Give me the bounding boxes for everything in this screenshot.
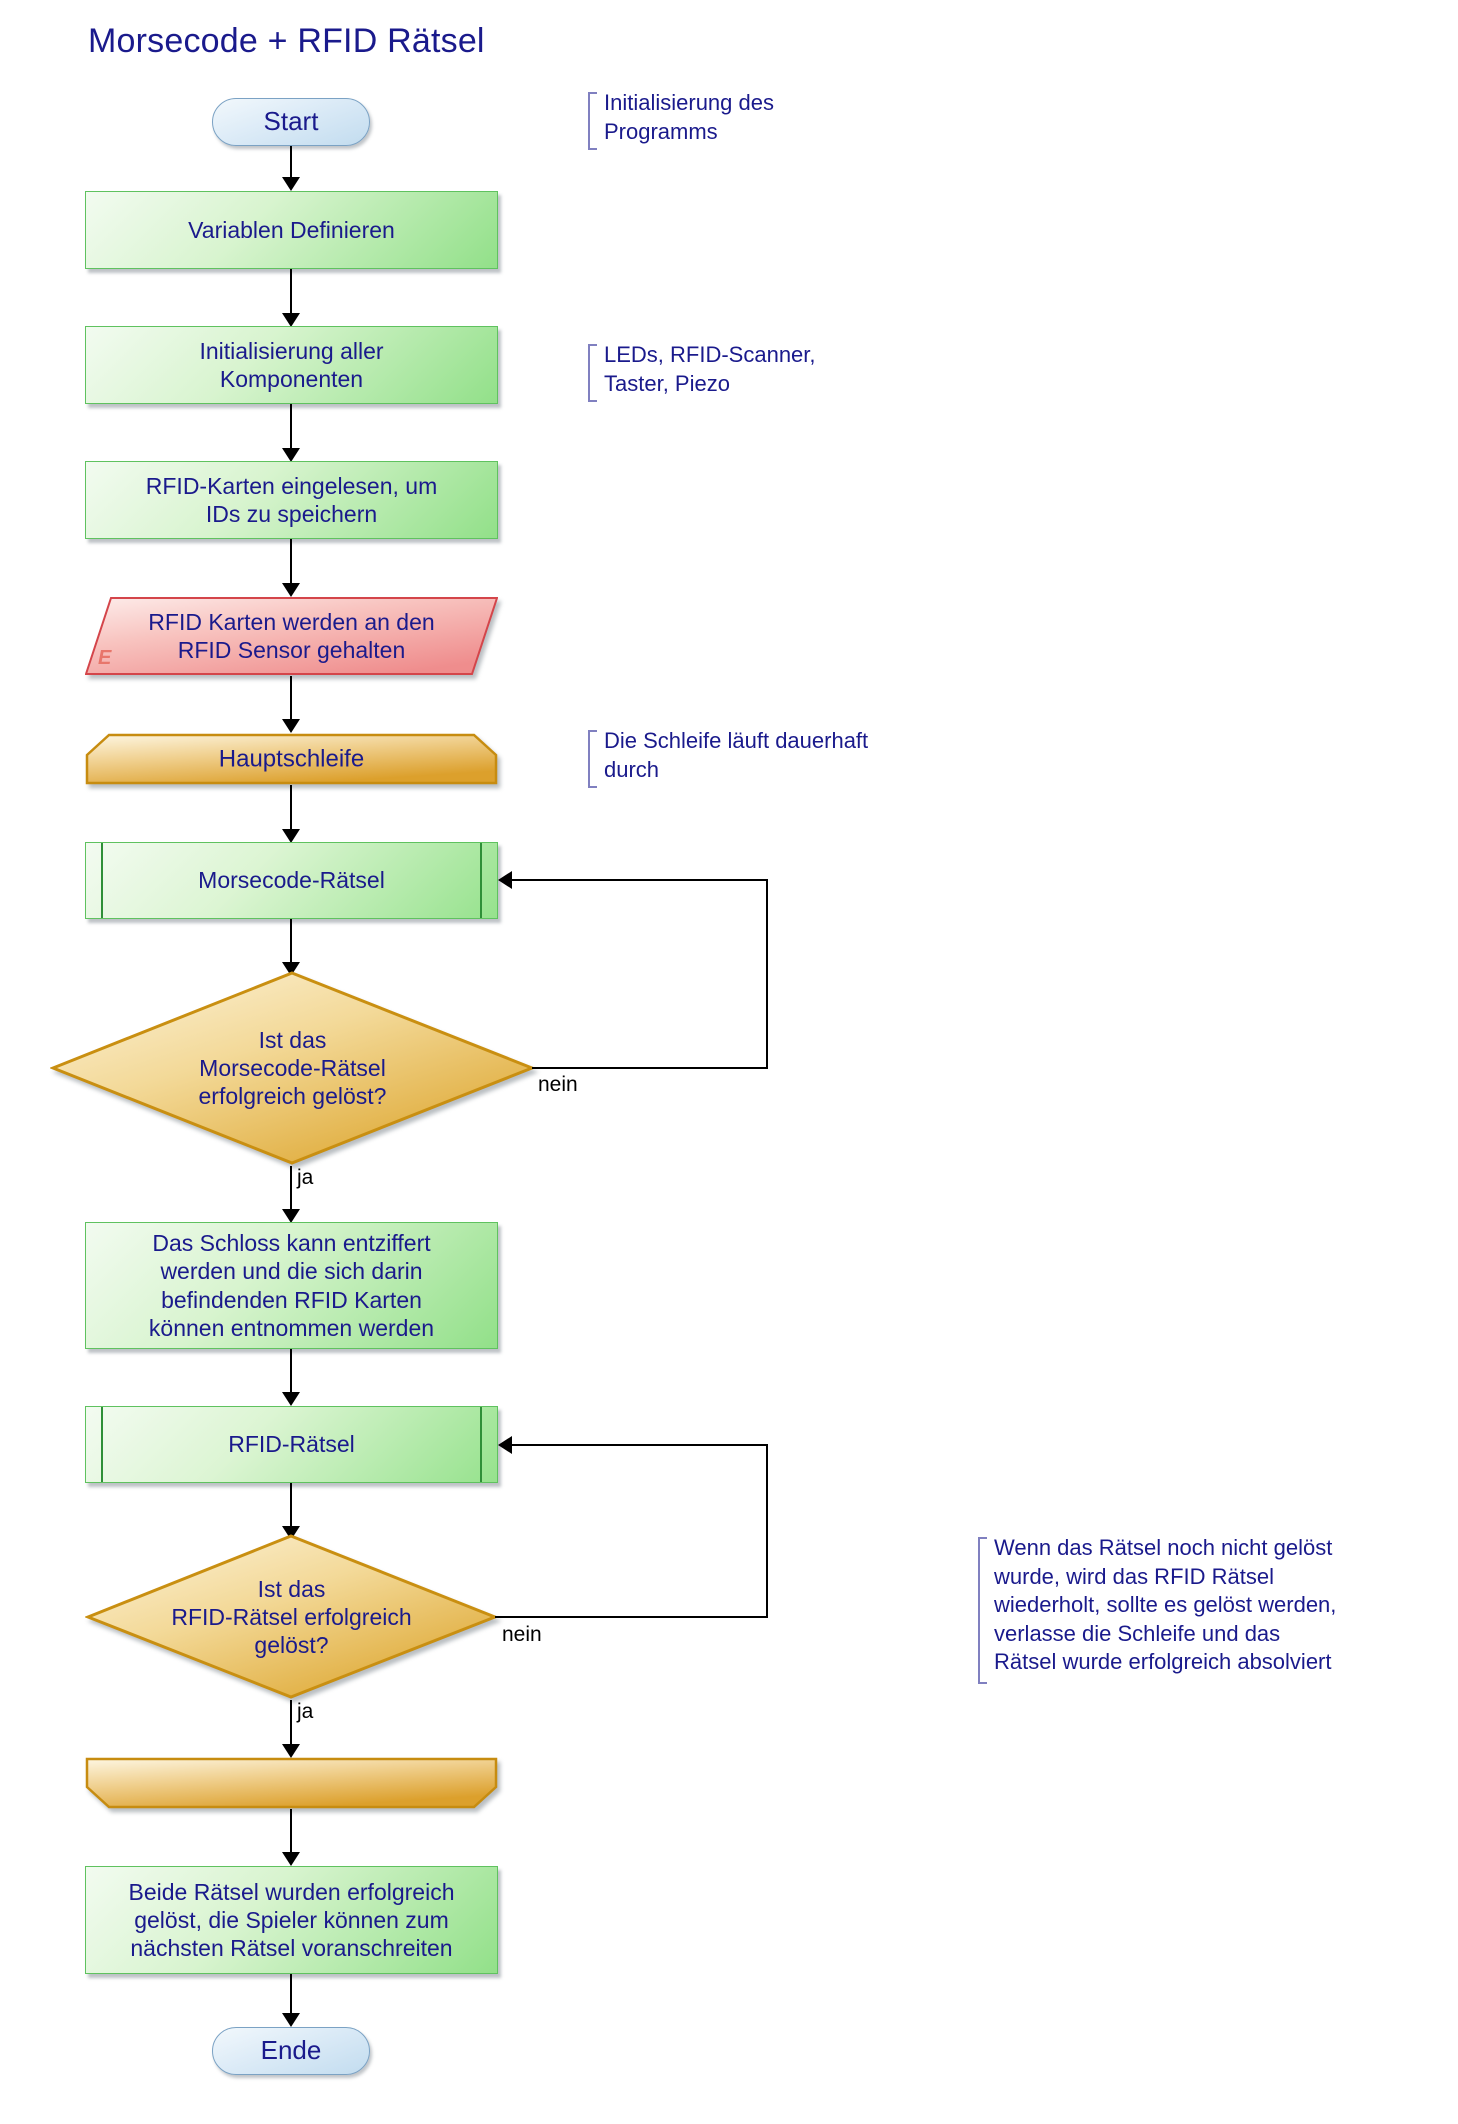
- arrow-morse-ja: [282, 1209, 300, 1223]
- node-ende-label: Ende: [260, 2035, 322, 2066]
- connector-morsecode-to-decision: [290, 919, 292, 971]
- annotation-bracket: [978, 1537, 987, 1684]
- connector-rfid-nein-return: [506, 1444, 768, 1446]
- arrow-schloss-to-rfid-sub: [282, 1392, 300, 1406]
- loop-end-shape: [85, 1757, 498, 1809]
- node-beide-raetsel-geloest[interactable]: Beide Rätsel wurden erfolgreich gelöst, …: [85, 1866, 498, 1974]
- node-rfid-input-tag: E: [98, 647, 112, 669]
- node-hauptschleife-label: Hauptschleife: [218, 745, 365, 773]
- annotation-komponenten-text: LEDs, RFID-Scanner, Taster, Piezo: [604, 342, 816, 396]
- node-schloss-entziffert[interactable]: Das Schloss kann entziffert werden und d…: [85, 1222, 498, 1349]
- node-morsecode-raetsel[interactable]: Morsecode-Rätsel: [85, 842, 498, 919]
- edge-label-morse-ja: ja: [297, 1166, 314, 1189]
- parallelogram-shape: [85, 597, 498, 675]
- annotation-bracket: [588, 92, 597, 150]
- node-variablen-definieren[interactable]: Variablen Definieren: [85, 191, 498, 269]
- node-rfid-decision[interactable]: Ist das RFID-Rätsel erfolgreich gelöst?: [85, 1533, 498, 1700]
- connector-start-to-variablen: [290, 146, 292, 186]
- node-ende[interactable]: Ende: [212, 2027, 370, 2075]
- arrow-variablen-to-init: [282, 313, 300, 327]
- connector-morse-nein-horizontal: [532, 1067, 768, 1069]
- node-loop-end[interactable]: [85, 1757, 498, 1809]
- connector-schloss-to-rfid-sub: [290, 1349, 292, 1401]
- arrow-loop-end-to-final: [282, 1852, 300, 1866]
- connector-hauptschleife-to-morsecode: [290, 785, 292, 837]
- arrow-hauptschleife-to-morsecode: [282, 829, 300, 843]
- connector-morse-ja: [290, 1166, 292, 1217]
- connector-rfid-ja: [290, 1700, 292, 1752]
- edge-label-rfid-nein: nein: [502, 1623, 542, 1646]
- connector-morse-nein-vertical: [766, 879, 768, 1069]
- node-morsecode-decision-label: Ist das Morsecode-Rätsel erfolgreich gel…: [198, 1026, 387, 1110]
- arrow-input-to-hauptschleife: [282, 719, 300, 733]
- annotation-initialisierung: Initialisierung des Programms: [588, 90, 918, 150]
- node-rfid-karten-einlesen-label: RFID-Karten eingelesen, um IDs zu speich…: [145, 472, 438, 527]
- connector-einlesen-to-input: [290, 539, 292, 591]
- decision-diamond-shape: [50, 971, 535, 1165]
- node-morsecode-raetsel-label: Morsecode-Rätsel: [198, 867, 385, 894]
- edge-label-morse-nein: nein: [538, 1073, 578, 1096]
- annotation-komponenten: LEDs, RFID-Scanner, Taster, Piezo: [588, 342, 918, 402]
- connector-init-to-einlesen: [290, 404, 292, 456]
- node-rfid-raetsel[interactable]: RFID-Rätsel: [85, 1406, 498, 1483]
- connector-variablen-to-init: [290, 269, 292, 321]
- annotation-schleife-text: Die Schleife läuft dauerhaft durch: [604, 728, 869, 782]
- arrow-morsecode-to-decision: [282, 962, 300, 976]
- connector-rfid-nein-horizontal: [495, 1616, 768, 1618]
- node-beide-raetsel-geloest-label: Beide Rätsel wurden erfolgreich gelöst, …: [128, 1878, 455, 1962]
- arrow-init-to-einlesen: [282, 448, 300, 462]
- node-rfid-karten-einlesen[interactable]: RFID-Karten eingelesen, um IDs zu speich…: [85, 461, 498, 539]
- connector-rfid-sub-to-decision: [290, 1483, 292, 1535]
- annotation-bracket: [588, 730, 597, 788]
- node-schloss-entziffert-label: Das Schloss kann entziffert werden und d…: [148, 1230, 435, 1341]
- node-start[interactable]: Start: [212, 98, 370, 146]
- annotation-rfid-loop-text: Wenn das Rätsel noch nicht gelöst wurde,…: [994, 1535, 1337, 1675]
- loop-start-shape: [85, 733, 498, 785]
- node-rfid-decision-label: Ist das RFID-Rätsel erfolgreich gelöst?: [171, 1575, 412, 1658]
- arrow-einlesen-to-input: [282, 583, 300, 597]
- arrow-rfid-ja: [282, 1744, 300, 1758]
- node-start-label: Start: [263, 106, 319, 137]
- annotation-schleife: Die Schleife läuft dauerhaft durch: [588, 728, 918, 788]
- decision-diamond-shape-2: [85, 1534, 498, 1699]
- page-title: Morsecode + RFID Rätsel: [88, 22, 485, 60]
- edge-label-rfid-ja: ja: [297, 1700, 314, 1723]
- annotation-rfid-loop: Wenn das Rätsel noch nicht gelöst wurde,…: [978, 1535, 1408, 1684]
- annotation-bracket: [588, 344, 597, 402]
- connector-input-to-hauptschleife: [290, 676, 292, 726]
- arrow-start-to-variablen: [282, 177, 300, 191]
- node-rfid-input-label: RFID Karten werden an den RFID Sensor ge…: [148, 608, 435, 663]
- arrow-final-to-ende: [282, 2013, 300, 2027]
- node-hauptschleife[interactable]: Hauptschleife: [85, 733, 498, 785]
- connector-loop-end-to-final: [290, 1809, 292, 1861]
- node-initialisierung-label: Initialisierung aller Komponenten: [199, 337, 384, 392]
- node-rfid-raetsel-label: RFID-Rätsel: [228, 1431, 355, 1458]
- arrow-morse-nein-return: [498, 871, 512, 889]
- node-morsecode-decision[interactable]: Ist das Morsecode-Rätsel erfolgreich gel…: [50, 970, 535, 1166]
- connector-final-to-ende: [290, 1974, 292, 2020]
- node-initialisierung[interactable]: Initialisierung aller Komponenten: [85, 326, 498, 404]
- node-variablen-definieren-label: Variablen Definieren: [188, 216, 395, 243]
- arrow-rfid-nein-return: [498, 1436, 512, 1454]
- connector-rfid-nein-vertical: [766, 1444, 768, 1618]
- node-rfid-input[interactable]: RFID Karten werden an den RFID Sensor ge…: [85, 596, 498, 676]
- annotation-initialisierung-text: Initialisierung des Programms: [604, 90, 774, 144]
- connector-morse-nein-return: [506, 879, 768, 881]
